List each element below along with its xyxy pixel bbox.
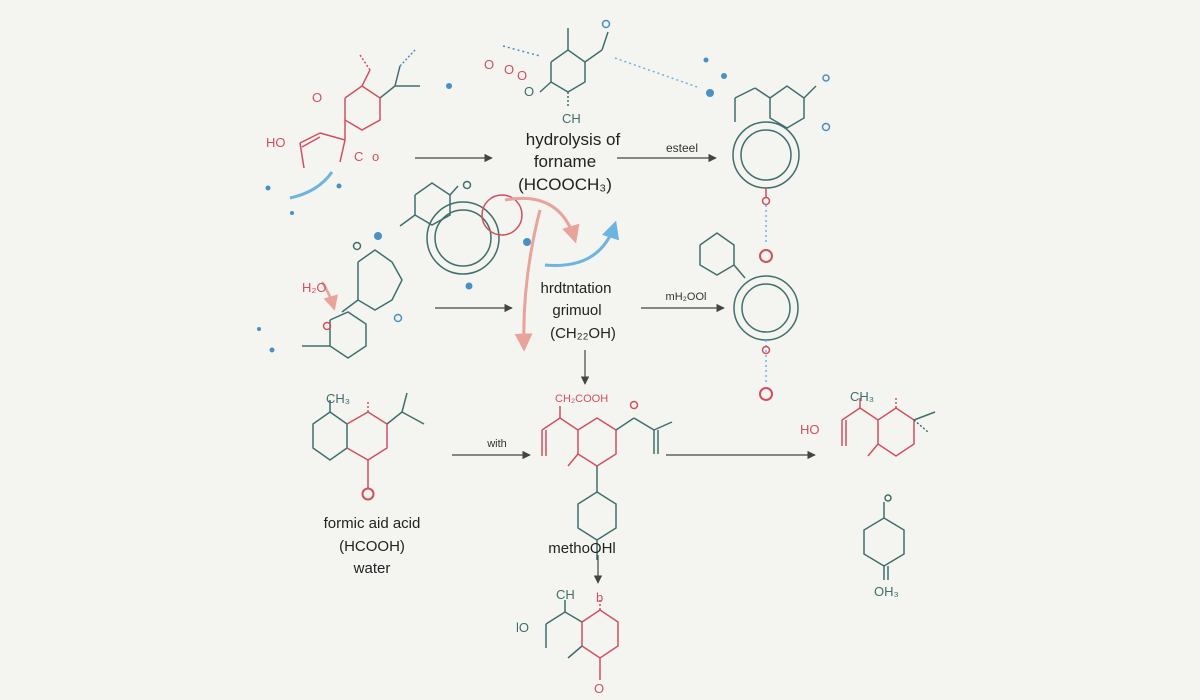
atom-oh3: OH₃ xyxy=(874,584,899,599)
label-hydrolysis: hydrolysis of forname (HCOOCH₃) xyxy=(518,130,620,194)
decorative-dots xyxy=(257,19,892,502)
molecule-middle-left xyxy=(302,249,403,359)
atom-o-top-center-c: O xyxy=(517,68,527,83)
atom-c-top-left: C xyxy=(354,149,363,164)
label-hydration: hrdtntation grimuol (CH₂₂OH) xyxy=(541,280,616,342)
label-mh: mH₂OOl xyxy=(666,291,707,303)
label-methanol: methoOHl xyxy=(548,540,616,557)
label-hydrolysis-line-1: hydrolysis of xyxy=(526,130,621,149)
atom-o-bottom-center: O xyxy=(594,681,604,696)
label-esteel: esteel xyxy=(666,141,698,155)
label-formic: formic aid acid (HCOOH) water xyxy=(324,515,421,577)
atom-o-top-center-ring: O xyxy=(524,84,534,99)
atom-o-top-left: O xyxy=(312,90,322,105)
molecule-top-left xyxy=(289,49,420,200)
molecule-bottom-center xyxy=(541,406,673,560)
molecule-center xyxy=(399,182,620,352)
molecule-top-center xyxy=(502,28,701,108)
atom-o-bottom-center-b: b xyxy=(596,590,603,605)
atom-h2o: H₂O xyxy=(302,280,327,295)
atom-o-top-center-a: O xyxy=(484,57,494,72)
atom-ho-top-left: HO xyxy=(266,135,286,150)
label-with: with xyxy=(486,438,507,450)
atom-ch-bottom-center: CH xyxy=(556,587,575,602)
label-hydration-line-1: hrdtntation xyxy=(541,280,612,297)
label-hydration-line-3: (CH₂₂OH) xyxy=(550,325,616,342)
atom-ch2cooh: CH₂COOH xyxy=(555,393,608,405)
atom-ch3-bottom-right: CH₃ xyxy=(850,389,874,404)
atom-ho-bottom-right: HO xyxy=(800,422,820,437)
atom-ch-top-center: CH xyxy=(562,111,581,126)
label-formic-line-2: (HCOOH) xyxy=(339,538,405,555)
molecule-middle-right xyxy=(699,232,799,385)
label-hydration-line-2: grimuol xyxy=(552,302,601,319)
atom-ch3-bottom-left: CH₃ xyxy=(326,391,350,406)
reaction-arrows xyxy=(415,153,816,584)
atom-o-top-center-b: O xyxy=(504,62,514,77)
label-formic-line-1: formic aid acid xyxy=(324,515,421,532)
atom-o-bottom-center-label: lO xyxy=(516,620,529,635)
label-hydrolysis-line-2: forname xyxy=(534,152,596,171)
molecule-bottom-lower xyxy=(545,600,619,680)
molecule-top-right xyxy=(732,85,817,245)
molecule-bottom-right xyxy=(841,398,936,580)
molecule-bottom-left xyxy=(312,392,425,488)
label-hydrolysis-line-3: (HCOOCH₃) xyxy=(518,175,612,194)
label-formic-line-3: water xyxy=(353,560,391,577)
atom-o-small-top-left: o xyxy=(372,149,379,164)
